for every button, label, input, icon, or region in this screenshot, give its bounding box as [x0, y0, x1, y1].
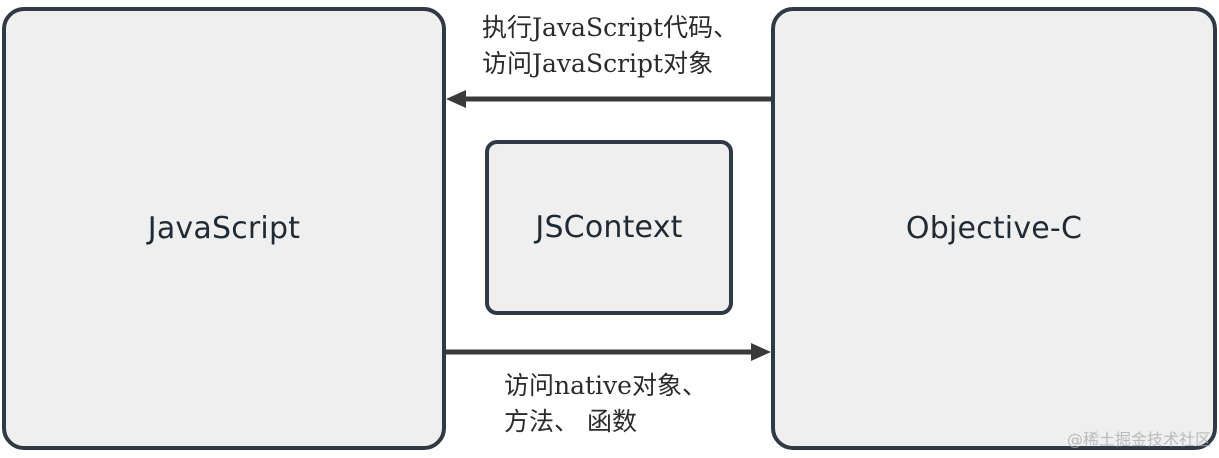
objective-c-label: Objective-C [905, 211, 1083, 246]
jscontext-label: JSContext [535, 210, 683, 245]
objective-c-box: Objective-C [771, 7, 1217, 450]
objc-to-js-label-line-2: 访问JavaScript对象 [482, 49, 714, 78]
js-to-objc-label: 访问native对象、 方法、 函数 [504, 368, 707, 440]
jscontext-box: JSContext [485, 140, 733, 315]
objc-to-js-label: 执行JavaScript代码、 访问JavaScript对象 [482, 10, 738, 82]
javascript-box: JavaScript [2, 7, 446, 450]
watermark: @稀土掘金技术社区 [1066, 430, 1211, 449]
arrow-objc-to-js [446, 90, 771, 108]
objc-to-js-label-line-1: 执行JavaScript代码、 [482, 13, 739, 42]
arrow-js-to-objc [446, 343, 771, 361]
javascript-label: JavaScript [147, 211, 301, 246]
js-to-objc-label-line-2: 方法、 函数 [504, 407, 637, 436]
js-to-objc-label-line-1: 访问native对象、 [504, 371, 707, 400]
